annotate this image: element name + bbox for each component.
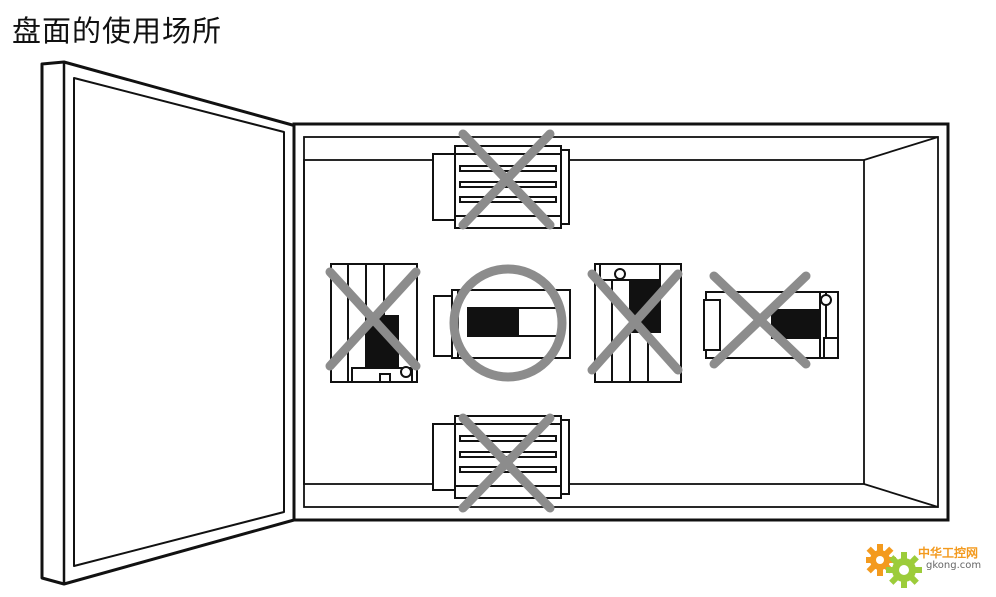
mark-center-circle	[449, 264, 567, 382]
watermark-domain: gkong.com	[926, 560, 982, 571]
mark-right-cross	[709, 271, 811, 369]
mark-center-right-cross	[587, 269, 683, 375]
cabinet-door	[40, 60, 298, 586]
watermark-name: 中华工控网	[918, 546, 979, 560]
page-title: 盘面的使用场所	[12, 14, 223, 48]
mark-bottom-cross	[458, 413, 555, 513]
gear-icon	[866, 544, 922, 588]
mark-top-cross	[458, 129, 555, 230]
mark-left-cross	[325, 267, 421, 371]
